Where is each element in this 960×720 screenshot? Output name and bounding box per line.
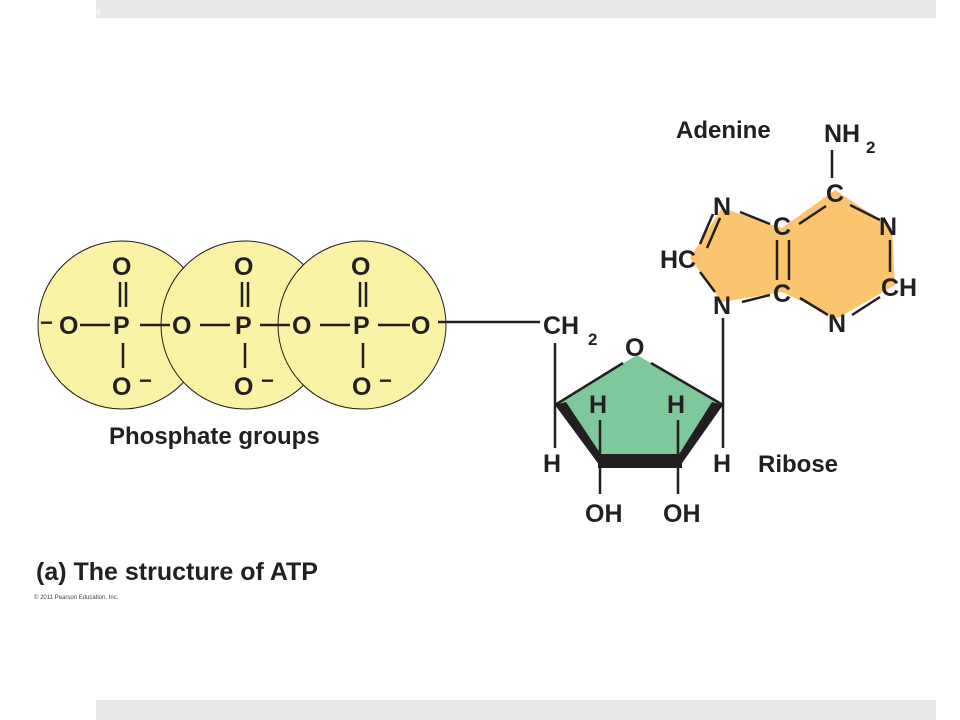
atom-o: O [625, 334, 644, 362]
atom-h: H [589, 391, 607, 419]
atom-c: C [826, 180, 844, 208]
top-bar [96, 0, 936, 18]
atom-oh: OH [585, 500, 623, 528]
atom-nh2: NH [824, 120, 860, 148]
atom-n: N [713, 292, 731, 320]
subscript-2: 2 [866, 138, 875, 157]
copyright-notice: © 2011 Pearson Education, Inc. [34, 595, 119, 601]
atom-p: P [353, 312, 370, 340]
atom-n: N [713, 193, 731, 221]
adenine-ring [690, 190, 895, 318]
atom-o: O [292, 312, 311, 340]
caption: (a) The structure of ATP [36, 558, 318, 586]
ribose-ring [555, 355, 723, 462]
atom-o: O [351, 253, 370, 281]
atom-o-minus: O [352, 373, 371, 401]
atom-o-minus: O [234, 373, 253, 401]
header-mark: a [96, 6, 102, 16]
atom-o: O [234, 253, 253, 281]
atom-h: H [713, 450, 731, 478]
phosphate-circles [37, 240, 447, 410]
atom-o: O [59, 312, 78, 340]
ribose-front-edge [555, 402, 723, 468]
atom-h: H [543, 450, 561, 478]
minus-sign: − [261, 368, 274, 393]
phosphate-atoms: O P O P O P O O O O O O O [59, 253, 430, 401]
atom-c: C [773, 280, 791, 308]
atom-n: N [879, 213, 897, 241]
bottom-bar [96, 700, 936, 720]
atom-h: H [667, 391, 685, 419]
atom-n: N [828, 310, 846, 338]
ribose-atoms: CH 2 O H H H H OH OH [543, 312, 731, 528]
ribose-label: Ribose [758, 451, 838, 478]
adenine-atoms: NH 2 C N C N HC CH C N N [660, 120, 917, 338]
phosphate-groups-label: Phosphate groups [109, 423, 320, 450]
atom-c: C [773, 213, 791, 241]
minus-sign: − [379, 368, 392, 393]
atom-oh: OH [663, 500, 701, 528]
bonds [80, 150, 892, 494]
atom-p: P [113, 312, 130, 340]
atom-o: O [411, 312, 430, 340]
subscript-2: 2 [588, 330, 597, 349]
atom-hc: HC [660, 246, 696, 274]
charge-signs: − − − − [40, 310, 392, 393]
atom-o: O [172, 312, 191, 340]
minus-sign: − [139, 368, 152, 393]
atom-ch2: CH [543, 312, 579, 340]
atom-ch: CH [881, 274, 917, 302]
atom-p: P [235, 312, 252, 340]
atom-o-minus: O [112, 373, 131, 401]
atom-o: O [112, 253, 131, 281]
adenine-label: Adenine [676, 117, 771, 144]
minus-sign: − [40, 310, 53, 335]
